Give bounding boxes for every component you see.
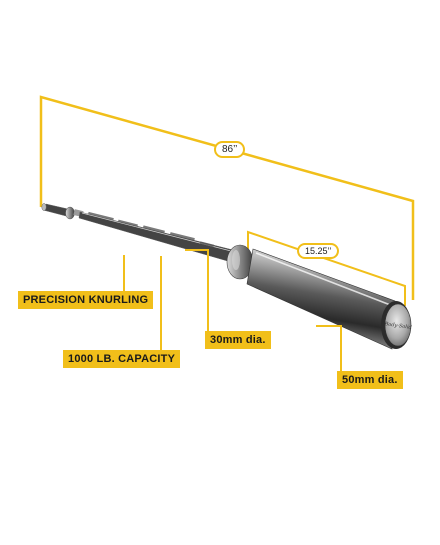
capacity-leader — [160, 256, 162, 357]
capacity-callout: 1000 LB. CAPACITY — [63, 350, 181, 368]
bar-shaft — [78, 211, 234, 263]
sleeve-bracket-line — [247, 230, 406, 306]
shaft-diameter-leader — [185, 249, 209, 332]
knurling-callout: PRECISION KNURLING — [18, 291, 154, 309]
left-sleeve — [41, 203, 84, 220]
right-sleeve: Body-Solid — [246, 248, 412, 350]
sleeve-length-bracket — [247, 230, 406, 306]
knurling-texture — [88, 211, 215, 248]
sleeve-diameter-leader — [316, 325, 342, 372]
shaft-diameter-callout: 30mm dia. — [205, 331, 271, 349]
sleeve-length-label: 15.25’’ — [297, 243, 340, 259]
overall-length-label: 86’’ — [214, 141, 246, 158]
brand-engraving: Body-Solid — [383, 321, 412, 331]
end-cap — [384, 303, 412, 347]
sleeve-diameter-callout: 50mm dia. — [337, 371, 403, 389]
right-collar — [226, 244, 254, 280]
